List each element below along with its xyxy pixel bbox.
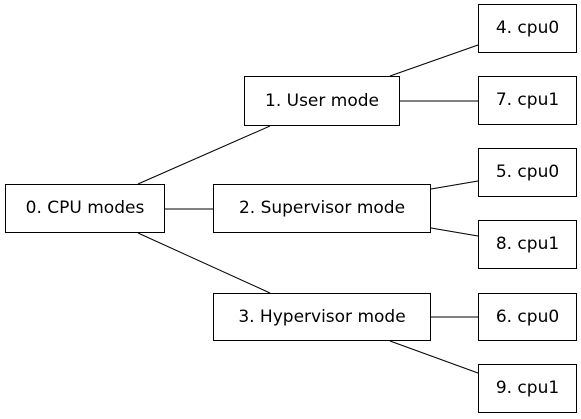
node-user-cpu0[interactable]: 4. cpu0 [478,4,577,53]
node-hypervisor-mode[interactable]: 3. Hypervisor mode [213,293,431,341]
node-label: 1. User mode [265,90,379,111]
node-cpu-modes[interactable]: 0. CPU modes [5,184,165,233]
node-label: 6. cpu0 [495,306,560,327]
edge-supervisor-supervisor-cpu0 [430,180,479,190]
node-supervisor-cpu0[interactable]: 5. cpu0 [478,148,577,197]
node-user-cpu1[interactable]: 7. cpu1 [478,76,577,125]
edge-root-hypervisor [137,232,271,294]
edge-user-user-cpu0 [389,44,479,77]
edge-hypervisor-hypervisor-cpu1 [389,340,479,374]
node-label: 9. cpu1 [495,378,560,398]
node-hypervisor-cpu1[interactable]: 9. cpu1 [478,364,577,413]
node-label: 5. cpu0 [495,162,560,182]
node-supervisor-cpu1[interactable]: 8. cpu1 [478,220,577,269]
node-label: 0. CPU modes [25,198,145,218]
edge-root-user [137,125,271,185]
node-supervisor-mode[interactable]: 2. Supervisor mode [213,184,431,233]
node-label: 8. cpu1 [495,234,560,254]
node-label: 2. Supervisor mode [238,198,406,218]
node-label: 4. cpu0 [495,18,560,38]
node-user-mode[interactable]: 1. User mode [244,76,400,126]
node-label: 7. cpu1 [495,90,560,110]
edge-supervisor-supervisor-cpu1 [430,227,479,237]
node-hypervisor-cpu0[interactable]: 6. cpu0 [478,293,577,341]
node-label: 3. Hypervisor mode [238,306,406,327]
